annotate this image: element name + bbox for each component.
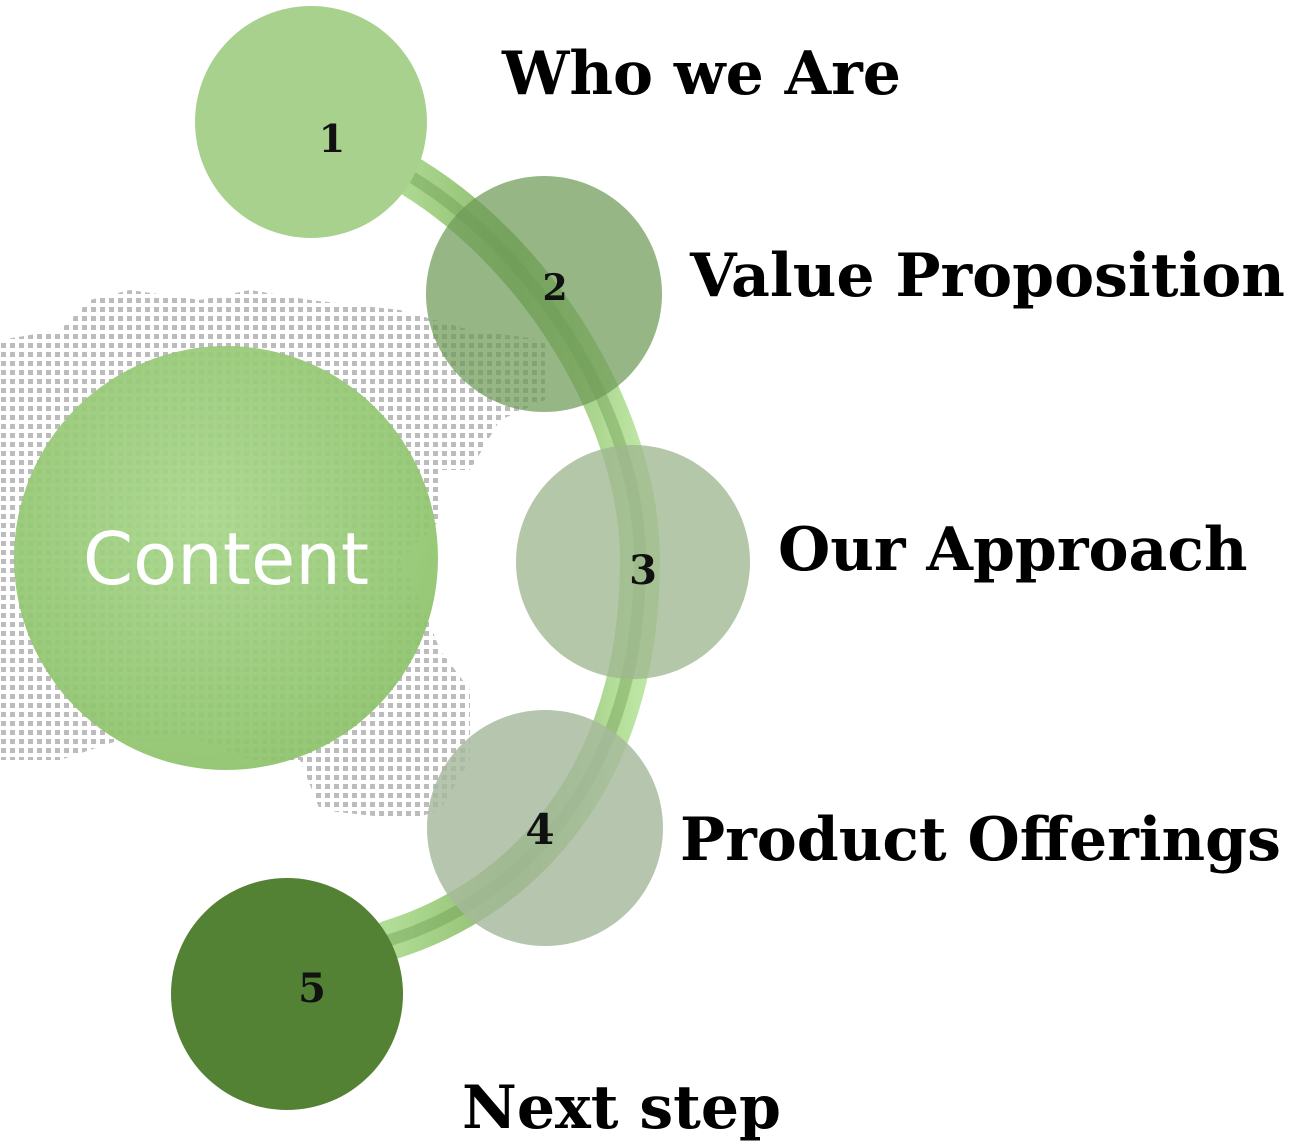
step-4-circle [427, 710, 663, 946]
step-5-number: 5 [298, 965, 326, 1012]
center-label: Content [83, 517, 369, 601]
step-3-title: Our Approach [778, 515, 1248, 585]
step-1-circle [195, 6, 427, 238]
step-1[interactable]: 1 [195, 6, 427, 238]
step-2-number: 2 [542, 267, 567, 309]
step-2-title: Value Proposition [689, 241, 1285, 311]
step-4[interactable]: 4 [427, 710, 663, 946]
step-4-number: 4 [525, 805, 554, 854]
step-5-circle [171, 878, 403, 1110]
step-5[interactable]: 5 [171, 878, 403, 1110]
step-3-circle [516, 445, 750, 679]
step-2[interactable]: 2 [426, 176, 662, 412]
step-2-circle [426, 176, 662, 412]
center-circle [14, 346, 438, 770]
step-1-number: 1 [319, 116, 345, 161]
step-4-title: Product Offerings [680, 805, 1281, 875]
step-5-title: Next step [462, 1073, 781, 1143]
step-3[interactable]: 3 [516, 445, 750, 679]
step-3-number: 3 [629, 547, 657, 594]
step-1-title: Who we Are [501, 39, 901, 109]
